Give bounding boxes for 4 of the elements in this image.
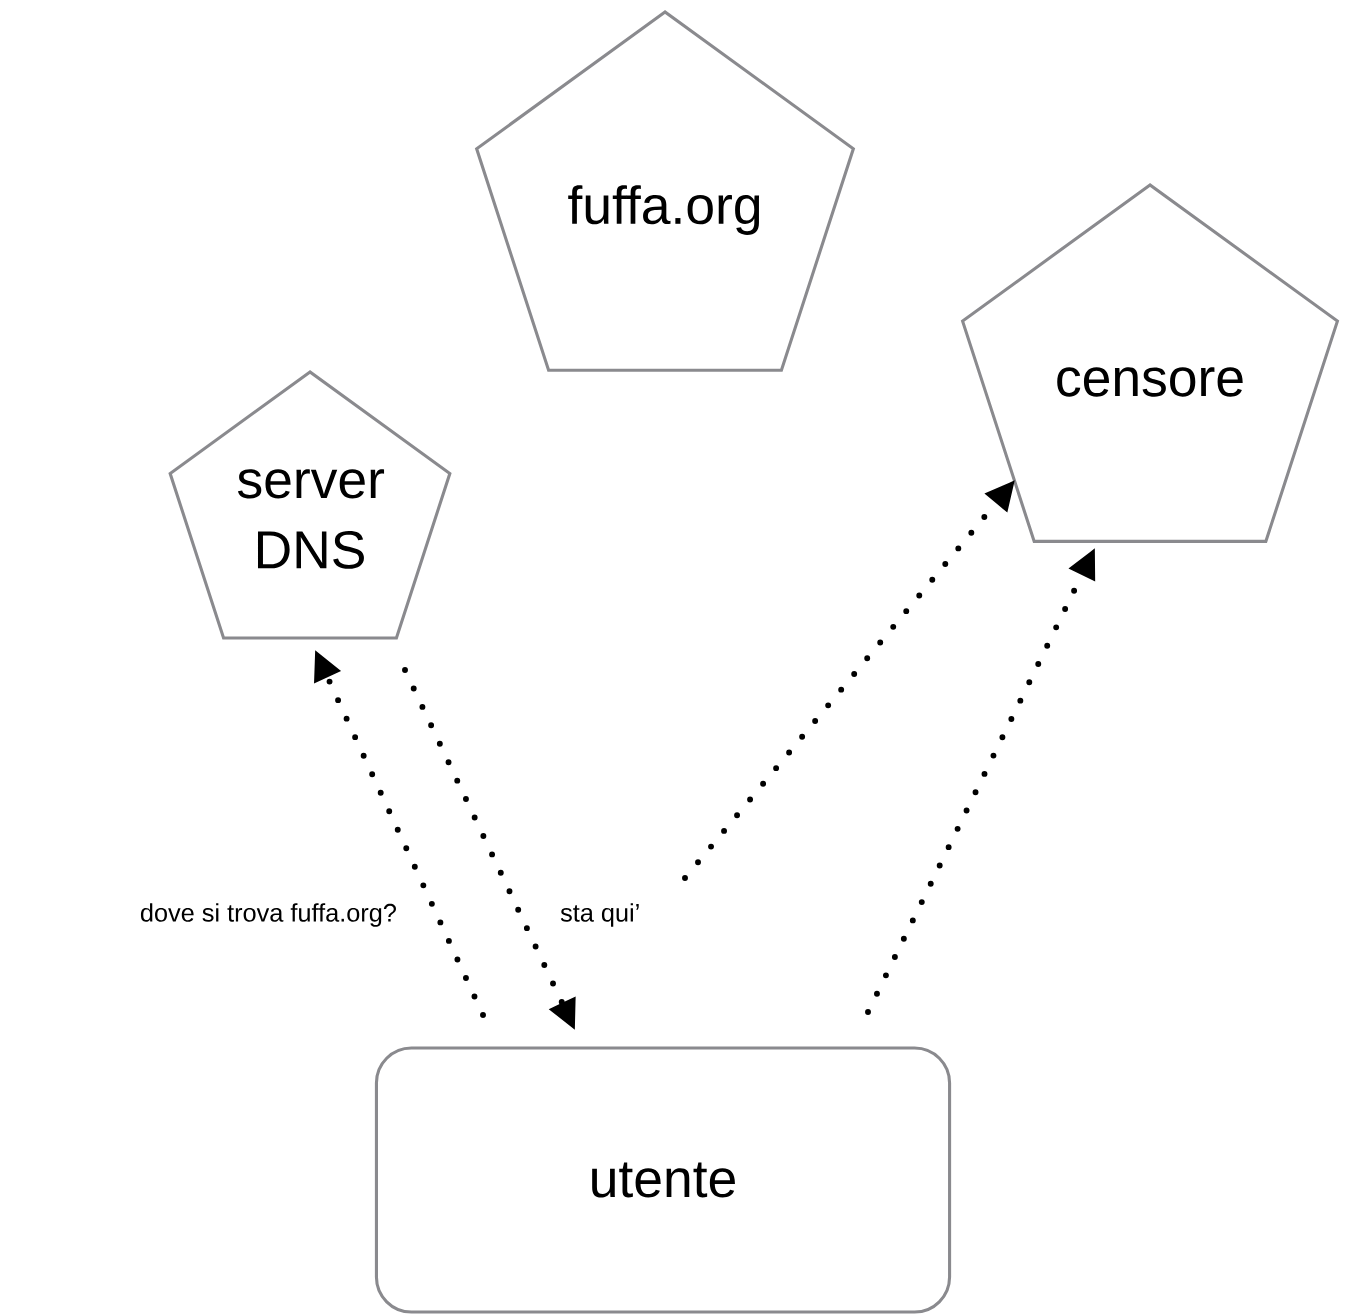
edge-label: sta qui’ [557,900,644,930]
pentagon-node: server DNS [168,370,452,640]
rounded-box: utente [374,1046,952,1314]
edge-label: dove si trova fuffa.org? [137,900,400,930]
